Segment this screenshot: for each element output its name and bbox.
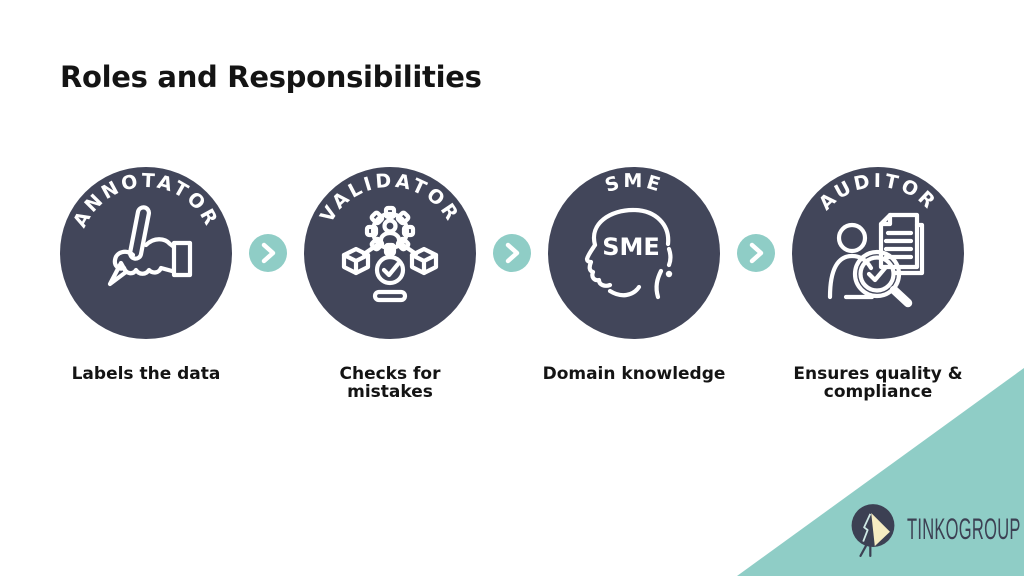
company-logo: TINKOGROUP — [848, 500, 1024, 560]
page-title: Roles and Responsibilities — [60, 60, 482, 94]
role-descriptions: Labels the data Checks for mistakes Doma… — [24, 364, 1000, 402]
chevron-right-icon — [737, 234, 775, 272]
chevron-right-icon — [493, 234, 531, 272]
roles-flow: ANNOTATOR VALIDATOR — [60, 167, 964, 339]
audit-magnifier-icon — [827, 212, 925, 308]
role-sme-circle: SME SME — [548, 167, 720, 339]
validator-description: Checks for mistakes — [339, 364, 441, 402]
annotator-description: Labels the data — [71, 364, 221, 384]
gear-check-icon — [341, 205, 439, 303]
role-auditor-circle: AUDITOR — [792, 167, 964, 339]
sme-inner-label: SME — [602, 233, 660, 261]
chevron-right-icon — [249, 234, 287, 272]
logo-text: TINKOGROUP — [907, 513, 1021, 546]
writing-hand-icon — [107, 205, 193, 287]
role-validator-circle: VALIDATOR — [304, 167, 476, 339]
role-annotator-circle: ANNOTATOR — [60, 167, 232, 339]
lamp-logo-icon — [851, 504, 895, 558]
auditor-description: Ensures quality & compliance — [793, 364, 963, 402]
sme-description: Domain knowledge — [542, 364, 726, 384]
head-profile-icon: SME — [584, 207, 673, 300]
